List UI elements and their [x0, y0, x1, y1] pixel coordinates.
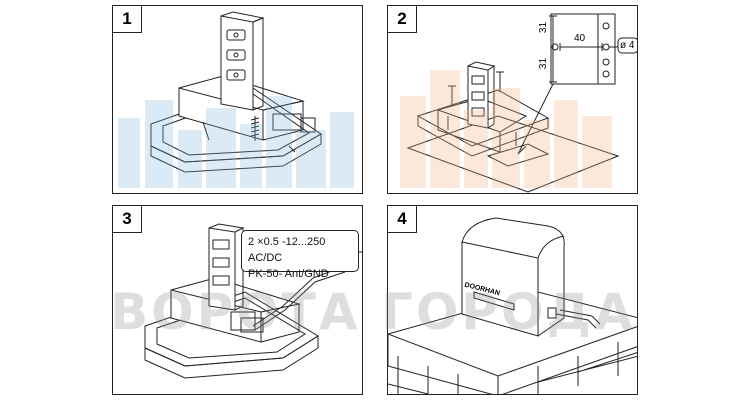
dimension-bottom: 31 [538, 57, 550, 70]
dimension-width: 40 [574, 33, 586, 44]
step-2-panel: 2 31 40 31 ø 4 [387, 5, 638, 194]
step-number: 2 [388, 6, 417, 33]
anchoring-drawing [406, 13, 637, 193]
base-installation-drawing [150, 11, 322, 173]
hole-diameter-label: ø 4 [620, 40, 635, 51]
step-1-panel: 1 [112, 5, 363, 194]
step-number: 3 [113, 206, 142, 233]
cable-spec-line: 2 ×0.5 -12...250 AC/DC [248, 236, 326, 264]
step-4-panel: 4 DOORHAN [387, 205, 638, 395]
antenna-spec-line: PK-50- Ant/GND [248, 268, 329, 280]
step-number: 4 [388, 206, 417, 233]
wiring-spec-callout: 2 ×0.5 -12...250 AC/DC PK-50- Ant/GND [241, 230, 359, 280]
step-3-panel: 3 2 ×0.5 -12...250 AC/DC PK-50- Ant/GND [112, 205, 363, 395]
dimension-top: 31 [538, 21, 550, 34]
step-number: 1 [113, 6, 142, 33]
cover-installation-drawing [388, 217, 637, 394]
